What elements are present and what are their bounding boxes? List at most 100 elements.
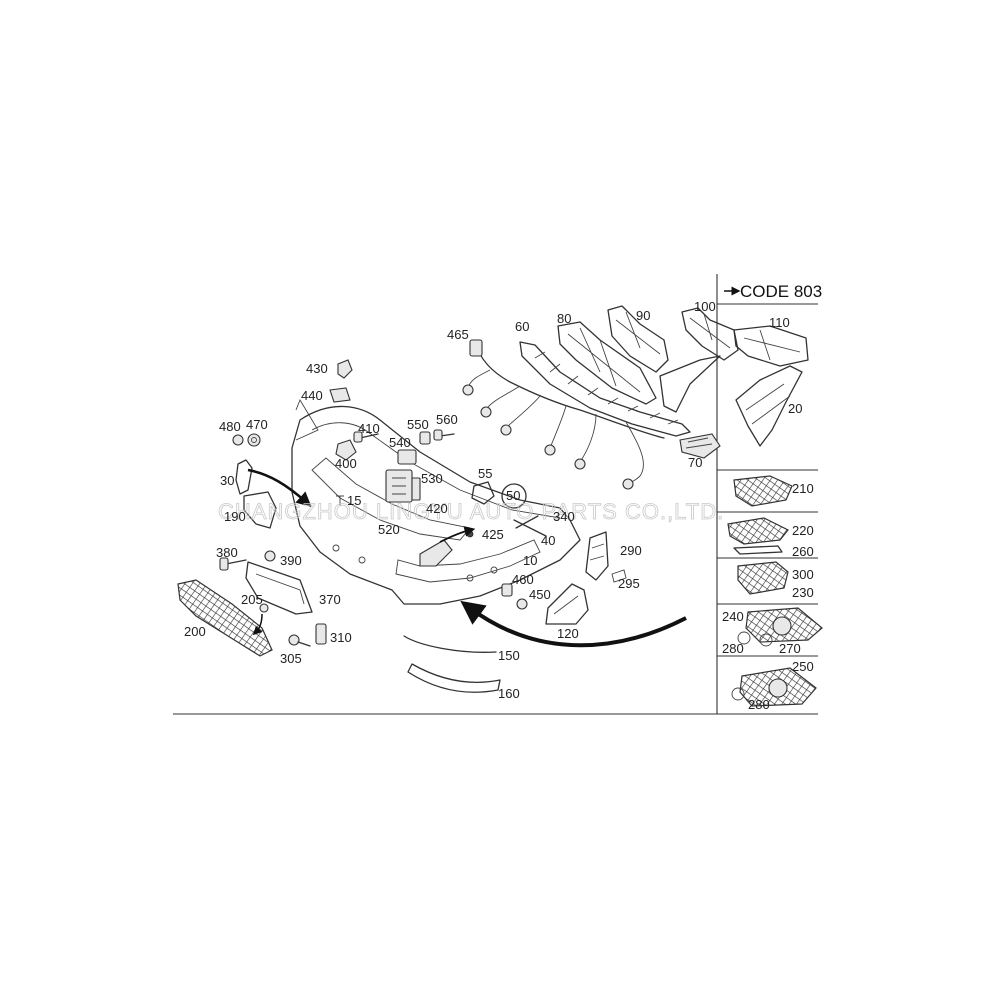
- grille-insert-210: [733, 475, 793, 507]
- bumper-bracket-100: [681, 307, 739, 361]
- part-label-380: 380: [216, 545, 238, 560]
- plug-470: [247, 433, 261, 447]
- support-frame: [659, 355, 721, 413]
- part-label-400: 400: [335, 456, 357, 471]
- rod-340: [515, 515, 539, 529]
- screw-305-head: [288, 634, 300, 646]
- trim-strip-160: [407, 663, 501, 693]
- sensor-plug-5: [574, 458, 586, 470]
- clip-205: [259, 603, 269, 613]
- part-label-80: 80: [557, 311, 571, 326]
- part-label-270: 270: [779, 641, 801, 656]
- plug-480: [232, 434, 244, 446]
- control-unit-520-detail: [392, 477, 406, 495]
- part-label-70: 70: [688, 455, 702, 470]
- part-label-210: 210: [792, 481, 814, 496]
- part-label-190: 190: [224, 509, 246, 524]
- impact-strip-ribs: [534, 351, 679, 425]
- part-label-300: 300: [792, 567, 814, 582]
- grille-insert-220: [727, 517, 789, 545]
- part-label-440: 440: [301, 388, 323, 403]
- bumper-upper-edge: [311, 422, 561, 519]
- sensor-plug-1: [462, 384, 474, 396]
- side-bracket-30: [235, 459, 253, 495]
- screw-15: [336, 495, 344, 506]
- harness-branch-4: [549, 405, 567, 449]
- module-540: [397, 449, 417, 465]
- badge-280-top: [737, 631, 751, 645]
- harness-branch-3: [505, 395, 541, 429]
- watermark-text: CHANGZHOU LINGYU AUTO PARTS CO.,LTD.: [218, 499, 724, 524]
- part-label-110: 110: [769, 315, 790, 330]
- side-bracket-120: [545, 583, 589, 625]
- plug-470-inner: [251, 437, 257, 443]
- parking-sensor-hole-1: [332, 544, 340, 552]
- bumper-bracket-110: [733, 325, 809, 367]
- part-label-220: 220: [792, 523, 814, 538]
- fog-lamp-cover-420: [419, 539, 453, 567]
- screw-305-shaft: [297, 641, 311, 647]
- part-label-250: 250: [792, 659, 814, 674]
- part-label-310: 310: [330, 630, 352, 645]
- bracket-530: [411, 477, 421, 501]
- detail-callout-circle: [501, 483, 527, 509]
- harness-connector: [469, 339, 483, 357]
- bumper-bracket-left-web: [567, 327, 641, 393]
- part-label-230: 230: [792, 585, 814, 600]
- grille-insert-70-slats: [685, 437, 713, 449]
- part-label-200: 200: [184, 624, 206, 639]
- part-label-480: 480: [219, 419, 241, 434]
- sensor-plug-2: [480, 406, 492, 418]
- screw-410-head: [353, 431, 363, 443]
- part-label-370: 370: [319, 592, 341, 607]
- part-label-560: 560: [436, 412, 458, 427]
- trim-strip-150: [403, 635, 497, 653]
- curved-arrow-left-icon: [247, 468, 312, 507]
- part-label-420: 420: [426, 501, 448, 516]
- part-label-425: 425: [482, 527, 504, 542]
- part-label-305: 305: [280, 651, 302, 666]
- sensor-plug-4: [544, 444, 556, 456]
- screw-410: [359, 433, 379, 439]
- part-label-90: 90: [636, 308, 650, 323]
- part-label-40: 40: [541, 533, 555, 548]
- part-label-295: 295: [618, 576, 640, 591]
- badge-270: [759, 633, 773, 647]
- bracket-55: [471, 481, 495, 505]
- parking-sensor-hole-2: [358, 556, 366, 564]
- side-vent-290-slats: [589, 543, 605, 561]
- clip-440: [329, 387, 351, 403]
- harness-branch-5: [579, 413, 597, 463]
- part-label-260: 260: [792, 544, 814, 559]
- part-label-55: 55: [478, 466, 492, 481]
- part-label-150: 150: [498, 648, 520, 663]
- part-label-540: 540: [389, 435, 411, 450]
- star-emblem-240: [772, 616, 792, 636]
- part-label-530: 530: [421, 471, 443, 486]
- bumper-lower-intake: [395, 539, 541, 583]
- curved-arrow-bottom-icon: [460, 600, 687, 648]
- side-vent-290: [585, 531, 609, 581]
- harness-branch-1: [467, 369, 491, 389]
- license-plate-bracket: [245, 561, 313, 615]
- parking-sensor-hole-3: [466, 574, 474, 582]
- part-label-290: 290: [620, 543, 642, 558]
- sensor-plug-3: [500, 424, 512, 436]
- clip-460: [501, 583, 513, 597]
- bumper-bracket-110-web: [743, 329, 801, 361]
- bumper-mount-90: [607, 305, 669, 373]
- part-label-240: 240: [722, 609, 744, 624]
- part-label-550: 550: [407, 417, 429, 432]
- lower-grille-200: [177, 579, 273, 657]
- part-label-390: 390: [280, 553, 302, 568]
- star-emblem-250: [768, 678, 788, 698]
- part-label-340: 340: [553, 509, 575, 524]
- bumper-mount-90-web: [615, 311, 661, 355]
- bumper-bracket-left: [557, 321, 657, 405]
- grille-insert-300: [737, 561, 789, 595]
- part-label-20: 20: [788, 401, 802, 416]
- part-label-50: 50: [506, 488, 520, 503]
- part-label-520: 520: [378, 522, 400, 537]
- license-plate-bracket-inner: [255, 573, 305, 605]
